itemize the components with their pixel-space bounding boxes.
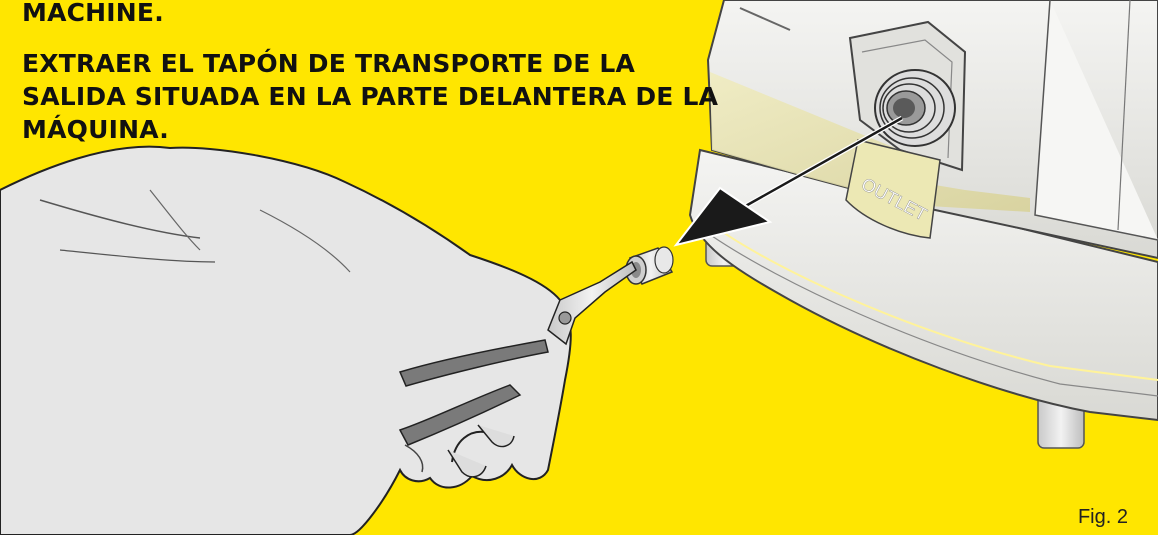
hand-with-pliers: [0, 145, 637, 535]
english-instruction-tail: MACHINE.: [22, 0, 164, 27]
amber-panel: [710, 72, 1030, 212]
plier-handle-upper: [398, 339, 549, 387]
outlet-label-tag: [845, 139, 941, 239]
figure-label: Fig. 2: [1077, 506, 1128, 528]
removal-arrow: [673, 115, 904, 247]
plier-handle-lower: [398, 384, 522, 446]
plier-jaws: [547, 260, 637, 346]
hand: [0, 145, 572, 535]
machine: OUTLET: [688, 0, 1158, 449]
spanish-instruction: EXTRAER EL TAPÓN DE TRANSPORTE DE LA SAL…: [22, 49, 719, 144]
machine-base: [688, 148, 1158, 422]
threaded-outlet: [874, 69, 956, 147]
